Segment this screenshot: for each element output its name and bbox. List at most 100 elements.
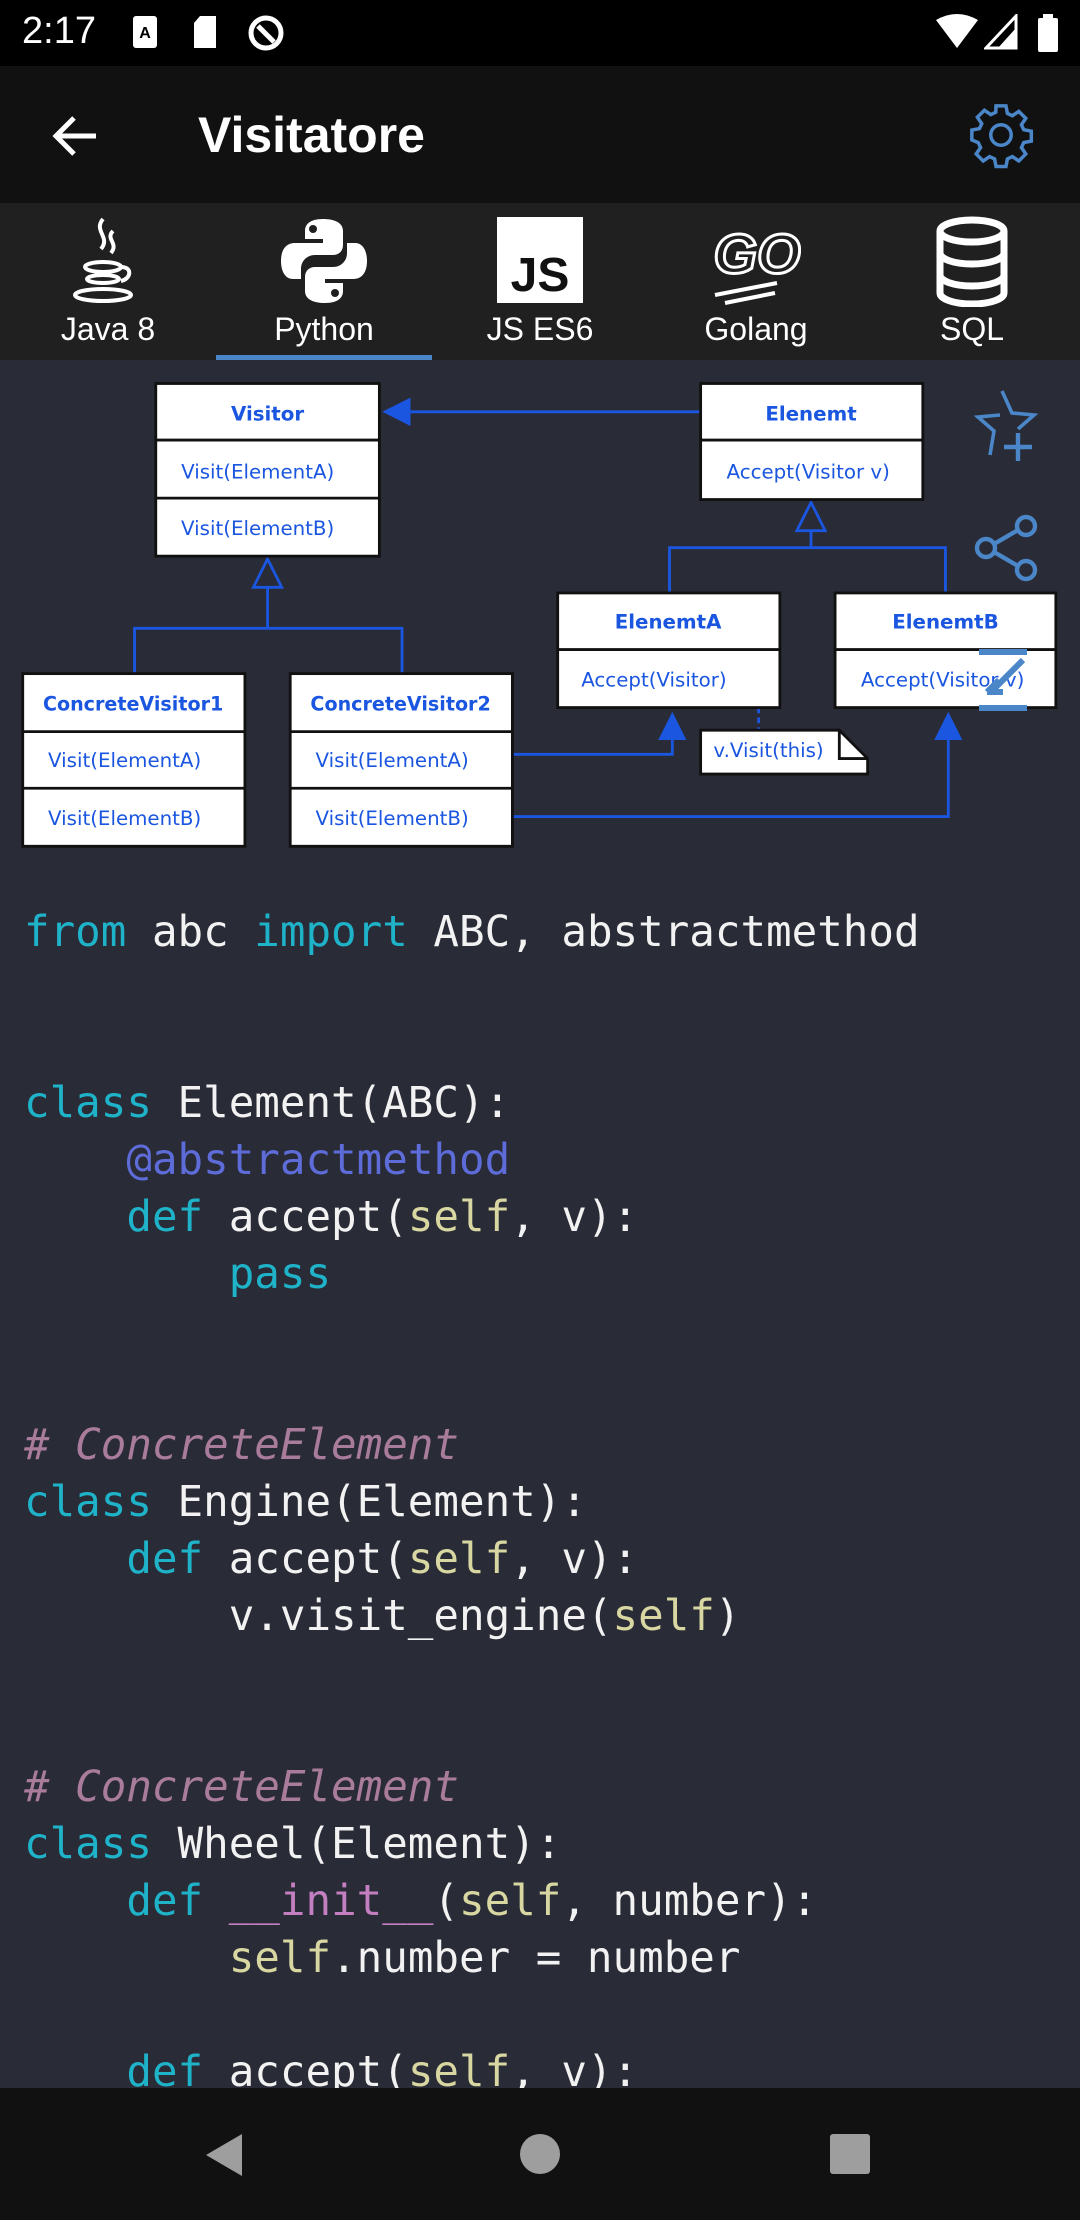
tab-label: Python <box>274 311 374 347</box>
code-line: v.visit_engine(self) <box>24 1588 920 1645</box>
code-token: self <box>612 1592 715 1641</box>
code-token: abc <box>126 908 255 957</box>
code-token <box>24 1535 126 1584</box>
code-line <box>24 1987 920 2044</box>
language-tabs: Java 8 Python JS JS ES6 GO Golang SQL <box>0 203 1080 360</box>
js-logo-text: JS <box>511 249 570 302</box>
code-token <box>24 1193 126 1242</box>
database-icon <box>936 216 1008 307</box>
code-token: class <box>24 1820 152 1869</box>
code-token: accept( <box>203 1535 408 1584</box>
note-text: v.Visit(this) <box>713 739 823 762</box>
nav-home-icon[interactable] <box>518 2132 562 2176</box>
nav-recents-icon[interactable] <box>828 2132 872 2176</box>
tab-golang[interactable]: GO Golang <box>648 203 864 360</box>
code-line <box>24 1018 920 1075</box>
code-token: # ConcreteElement <box>24 1421 459 1470</box>
java-icon <box>73 217 133 303</box>
js-icon: JS <box>497 217 583 303</box>
tab-label: Java 8 <box>60 311 156 347</box>
code-token: v.visit_engine( <box>24 1592 613 1641</box>
code-token: from <box>24 908 127 957</box>
cv1-method: Visit(ElementA) <box>48 749 201 772</box>
navigation-bar <box>0 2088 1080 2220</box>
sd-card-icon <box>194 16 216 48</box>
battery-icon <box>1038 14 1058 52</box>
tab-sql[interactable]: SQL <box>864 203 1080 360</box>
go-icon: GO <box>712 221 801 305</box>
code-token: pass <box>228 1250 332 1299</box>
code-token: class <box>24 1079 152 1128</box>
element-title: Elenemt <box>765 402 857 425</box>
cv2-method: Visit(ElementA) <box>316 749 469 772</box>
ea-method: Accept(Visitor) <box>581 668 726 691</box>
code-token: self <box>459 1877 562 1926</box>
mark-done-icon[interactable] <box>963 636 1043 716</box>
code-token: Wheel(Element): <box>151 1820 562 1869</box>
cv2-method: Visit(ElementB) <box>316 807 469 830</box>
cv1-method: Visit(ElementB) <box>48 807 201 830</box>
code-token <box>24 1136 126 1185</box>
code-token <box>24 1877 126 1926</box>
tab-label: SQL <box>939 311 1005 347</box>
go-logo-text: GO <box>713 222 800 285</box>
code-token: , v): <box>510 1193 639 1242</box>
python-icon <box>281 219 367 303</box>
arrow-back-icon[interactable] <box>48 106 108 166</box>
code-token: def <box>126 1877 204 1926</box>
code-token: accept( <box>203 1193 408 1242</box>
code-line: from abc import ABC, abstractmethod <box>24 904 920 961</box>
code-token <box>24 1250 229 1299</box>
code-token: def <box>126 1535 204 1584</box>
code-line: # ConcreteElement <box>24 1759 920 1816</box>
code-line <box>24 1303 920 1360</box>
code-line: self.number = number <box>24 1930 920 1987</box>
code-block: from abc import ABC, abstractmethod class… <box>24 904 920 2101</box>
code-token: ) <box>714 1592 741 1641</box>
cv1-title: ConcreteVisitor1 <box>43 692 223 715</box>
code-line: # ConcreteElement <box>24 1417 920 1474</box>
tab-python[interactable]: Python <box>216 203 432 360</box>
code-token: .number = number <box>331 1934 741 1983</box>
code-token: ( <box>433 1877 460 1926</box>
status-time: 2:17 <box>22 10 96 52</box>
code-line: class Engine(Element): <box>24 1474 920 1531</box>
sync-icon <box>248 15 284 51</box>
code-line: @abstractmethod <box>24 1132 920 1189</box>
tab-label: Golang <box>704 311 808 347</box>
code-line <box>24 1702 920 1759</box>
code-token: ABC, abstractmethod <box>407 908 920 957</box>
eb-method: Accept(Visitor v) <box>861 668 1024 691</box>
visitor-title: Visitor <box>231 402 304 425</box>
wifi-icon <box>936 14 978 48</box>
code-token: , number): <box>561 1877 818 1926</box>
code-token <box>203 1877 229 1926</box>
tab-java[interactable]: Java 8 <box>0 203 216 360</box>
visitor-method: Visit(ElementB) <box>181 517 334 540</box>
gear-icon[interactable] <box>966 100 1036 170</box>
tab-js[interactable]: JS JS ES6 <box>432 203 648 360</box>
code-token: self <box>407 1193 511 1242</box>
code-line: def accept(self, v): <box>24 1531 920 1588</box>
code-token: @abstractmethod <box>126 1136 511 1185</box>
notification-a-icon: A <box>133 16 157 48</box>
element-method: Accept(Visitor v) <box>726 460 889 483</box>
code-line: class Wheel(Element): <box>24 1816 920 1873</box>
visitor-method: Visit(ElementA) <box>181 460 334 483</box>
app-bar: Visitatore <box>0 66 1080 203</box>
code-token: import <box>254 908 408 957</box>
svg-text:A: A <box>139 25 151 42</box>
nav-back-icon[interactable] <box>204 2132 244 2178</box>
code-line <box>24 1645 920 1702</box>
share-icon[interactable] <box>966 508 1046 588</box>
code-token: __init__ <box>228 1877 434 1926</box>
code-line <box>24 961 920 1018</box>
code-token: self <box>407 1535 511 1584</box>
eb-title: ElenemtB <box>892 610 998 633</box>
code-line: class Element(ABC): <box>24 1075 920 1132</box>
code-line: def __init__(self, number): <box>24 1873 920 1930</box>
add-favorite-icon[interactable] <box>962 385 1042 465</box>
code-token: Engine(Element): <box>151 1478 587 1527</box>
code-token: def <box>126 1193 204 1242</box>
uml-diagram: Visitor Visit(ElementA) Visit(ElementB) … <box>21 382 1058 848</box>
